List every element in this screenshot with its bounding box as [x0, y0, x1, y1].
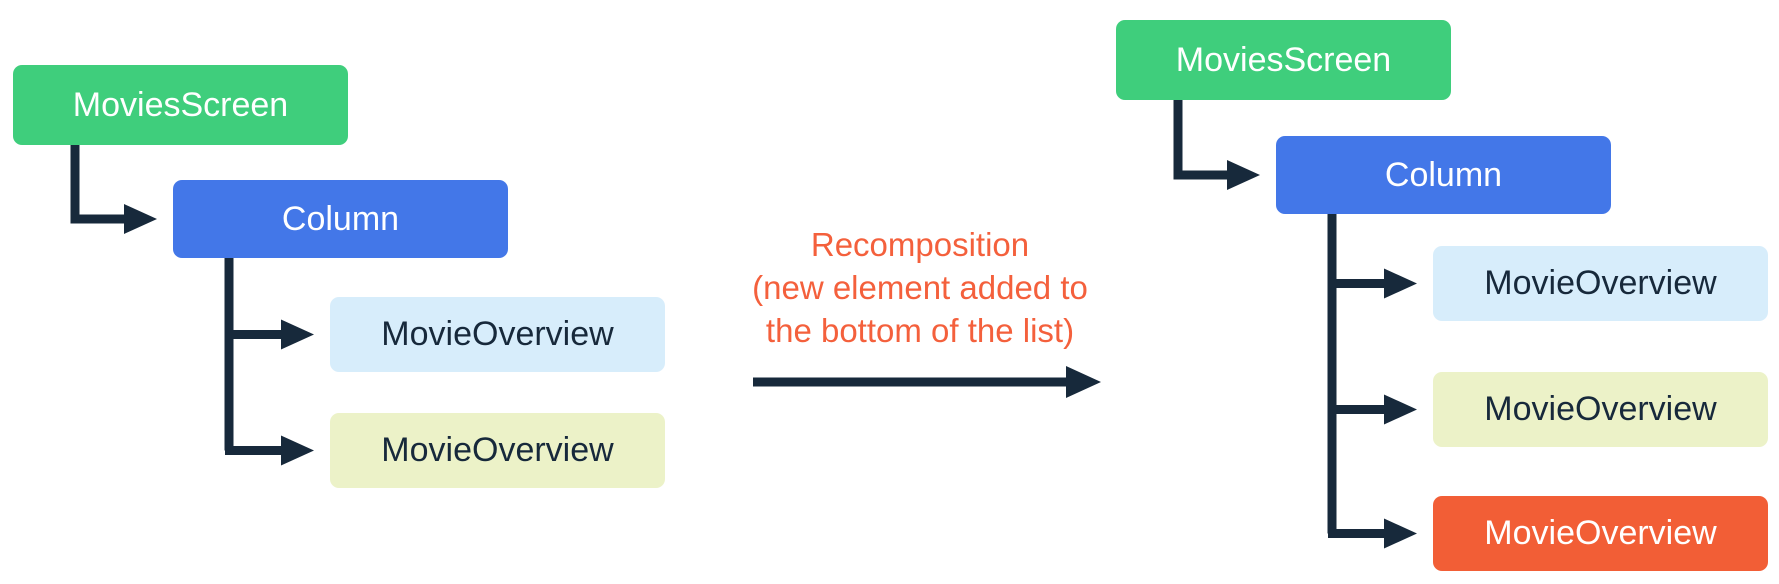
right-tree-root-node: MoviesScreen	[1116, 20, 1451, 100]
arrowhead-icon	[1384, 268, 1417, 299]
left-tree-child-node-1: MovieOverview	[330, 297, 665, 372]
right-tree-child-node-2: MovieOverview	[1433, 372, 1768, 447]
right-tree-column-node: Column	[1276, 136, 1611, 214]
arrowhead-icon	[281, 319, 314, 350]
arrowhead-icon	[124, 204, 157, 234]
recomposition-arrow	[753, 366, 1101, 398]
right-root-to-column-connector	[1173, 100, 1260, 190]
caption-line-2: (new element added to	[752, 269, 1088, 306]
arrowhead-icon	[1227, 160, 1260, 190]
left-root-to-column-connector	[70, 145, 157, 234]
left-tree-child-node-2: MovieOverview	[330, 413, 665, 488]
arrowhead-icon	[1384, 518, 1417, 549]
arrowhead-icon	[281, 435, 314, 466]
arrowhead-icon	[1066, 366, 1101, 398]
caption-line-1: Recomposition	[810, 226, 1030, 263]
right-tree-child-node-new: MovieOverview	[1433, 496, 1768, 571]
left-tree-root-node: MoviesScreen	[13, 65, 348, 145]
arrowhead-icon	[1384, 394, 1417, 425]
left-tree-column-node: Column	[173, 180, 508, 258]
right-column-to-children-connector	[1327, 214, 1417, 549]
recomposition-caption: Recomposition (new element added to the …	[700, 223, 1140, 352]
left-column-to-children-connector	[224, 258, 314, 466]
right-tree-child-node-1: MovieOverview	[1433, 246, 1768, 321]
caption-line-3: the bottom of the list)	[765, 312, 1075, 349]
